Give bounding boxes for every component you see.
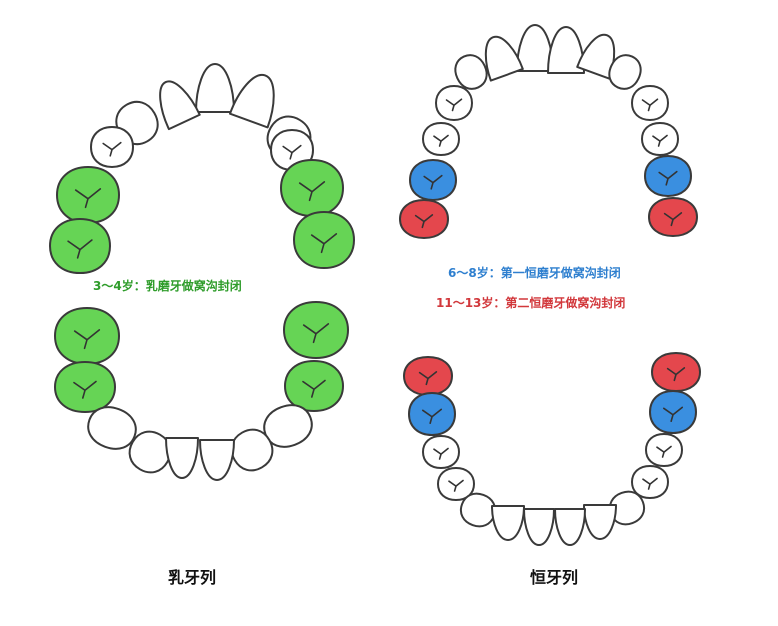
perm-lower-premolar1-l-tooth (437, 467, 475, 501)
perm-upper-premolar1-r-tooth (631, 85, 669, 121)
perm-upper-premolar2-l-tooth (422, 122, 460, 156)
perm-lower-central-l-tooth (523, 508, 555, 546)
primary-upper-lateral-incisor-l-tooth (159, 80, 201, 131)
perm-lower-lateral-r-tooth (583, 504, 617, 540)
primary-lower-canine-l-tooth (87, 406, 137, 450)
permanent-dentition-caption: 恒牙列 (530, 568, 579, 587)
primary-lower-canine-r-tooth (263, 404, 313, 448)
perm-lower-premolar2-r-tooth (645, 433, 683, 467)
perm-upper-first-molar-l-tooth (409, 159, 457, 201)
perm-lower-second-molar-r-tooth (651, 352, 701, 392)
perm-upper-first-molar-r-tooth (644, 155, 692, 197)
perm-lower-second-molar-l-tooth (403, 356, 453, 396)
primary-lower-first-molar-r-tooth (284, 360, 344, 412)
perm-lower-first-molar-r-tooth (649, 390, 697, 434)
perm-upper-premolar2-r-tooth (641, 122, 679, 156)
primary-upper-second-molar-l-tooth (56, 166, 120, 224)
primary-upper-first-molar-r-tooth (270, 129, 314, 171)
perm-upper-second-molar-l-tooth (399, 199, 449, 239)
primary-lower-first-molar-l-tooth (54, 361, 116, 413)
primary-lower-central-m-tooth (199, 439, 235, 481)
perm-lower-central-r-tooth (554, 508, 586, 546)
primary-lower-lateral-l-tooth (128, 430, 172, 474)
perm-upper-second-molar-r-tooth (648, 197, 698, 237)
second-molar-note: 11～13岁：第二恒磨牙做窝沟封闭 (436, 296, 626, 310)
perm-lower-canine-r-tooth (608, 490, 646, 526)
perm-lower-first-molar-l-tooth (408, 392, 456, 436)
primary-upper-central-incisor-r-tooth (228, 73, 275, 129)
primary-molar-note: 3～4岁：乳磨牙做窝沟封闭 (93, 279, 242, 293)
primary-upper-central-incisor-l-tooth (195, 63, 235, 113)
primary-upper-third-molar-l-tooth (49, 218, 111, 274)
perm-lower-premolar1-r-tooth (631, 465, 669, 499)
perm-lower-lateral-l-tooth (491, 505, 525, 541)
primary-upper-third-molar-r-tooth (293, 211, 355, 269)
perm-upper-lateral-l-tooth (484, 35, 524, 82)
primary-upper-second-molar-r-tooth (280, 159, 344, 217)
perm-upper-canine-r-tooth (608, 54, 642, 90)
primary-lower-lateral-r-tooth (230, 428, 274, 472)
first-molar-note: 6～8岁：第一恒磨牙做窝沟封闭 (448, 266, 621, 280)
primary-dentition-caption: 乳牙列 (168, 568, 217, 587)
primary-lower-second-molar-r-tooth (283, 301, 349, 359)
perm-upper-canine-l-tooth (454, 54, 488, 90)
perm-upper-premolar1-l-tooth (435, 85, 473, 121)
perm-lower-premolar2-l-tooth (422, 435, 460, 469)
primary-upper-first-molar-l-tooth (90, 126, 134, 168)
primary-lower-central-l-tooth (165, 437, 199, 479)
primary-lower-second-molar-l-tooth (54, 307, 120, 365)
